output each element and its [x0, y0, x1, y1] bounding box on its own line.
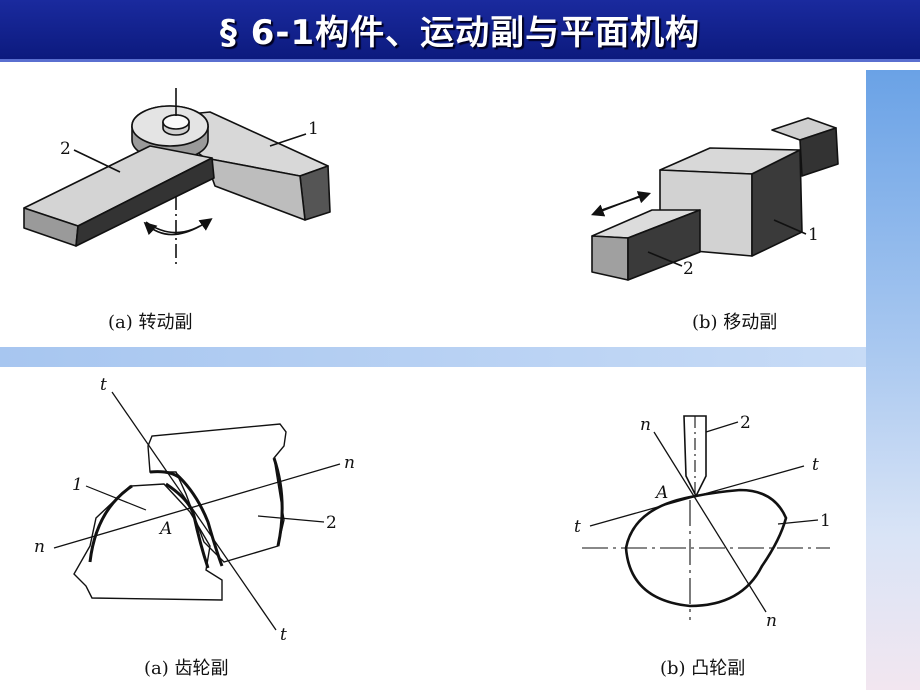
slide-title-bar: § 6-1构件、运动副与平面机构 — [0, 0, 920, 62]
gear-label-t-bottom: t — [280, 625, 287, 645]
gear-pair-figure — [53, 391, 341, 631]
cam-label-t-left: t — [574, 517, 581, 537]
slide-title: § 6-1构件、运动副与平面机构 — [219, 13, 701, 53]
prismatic-label-2: 2 — [683, 259, 694, 279]
gear-label-n-right: n — [344, 453, 355, 473]
side-decor-strip — [866, 70, 920, 690]
cam-pair-figure — [582, 415, 830, 620]
cam-label-t-right: t — [812, 455, 819, 475]
cam-label-A: A — [654, 483, 668, 503]
cam-label-n-bottom: n — [766, 611, 777, 631]
gear-label-n-left: n — [34, 537, 45, 557]
cam-label-1: 1 — [820, 511, 831, 531]
divider-band — [0, 347, 866, 367]
prismatic-label-1: 1 — [808, 225, 819, 245]
cam-label-2: 2 — [740, 413, 751, 433]
cam-label-n-top: n — [640, 415, 651, 435]
revolute-label-2: 2 — [60, 139, 71, 159]
gear-label-A: A — [158, 519, 172, 539]
revolute-label-1: 1 — [308, 119, 319, 139]
caption-revolute: (a) 转动副 — [108, 312, 193, 333]
caption-prismatic: (b) 移动副 — [692, 312, 778, 333]
caption-cam: (b) 凸轮副 — [660, 658, 746, 679]
revolute-pair-figure — [23, 88, 331, 266]
caption-gear: (a) 齿轮副 — [144, 658, 229, 679]
gear-label-1: 1 — [72, 475, 83, 495]
prismatic-pair-figure — [591, 117, 839, 281]
gear-label-t-top: t — [100, 375, 107, 395]
gear-label-2: 2 — [326, 513, 337, 533]
